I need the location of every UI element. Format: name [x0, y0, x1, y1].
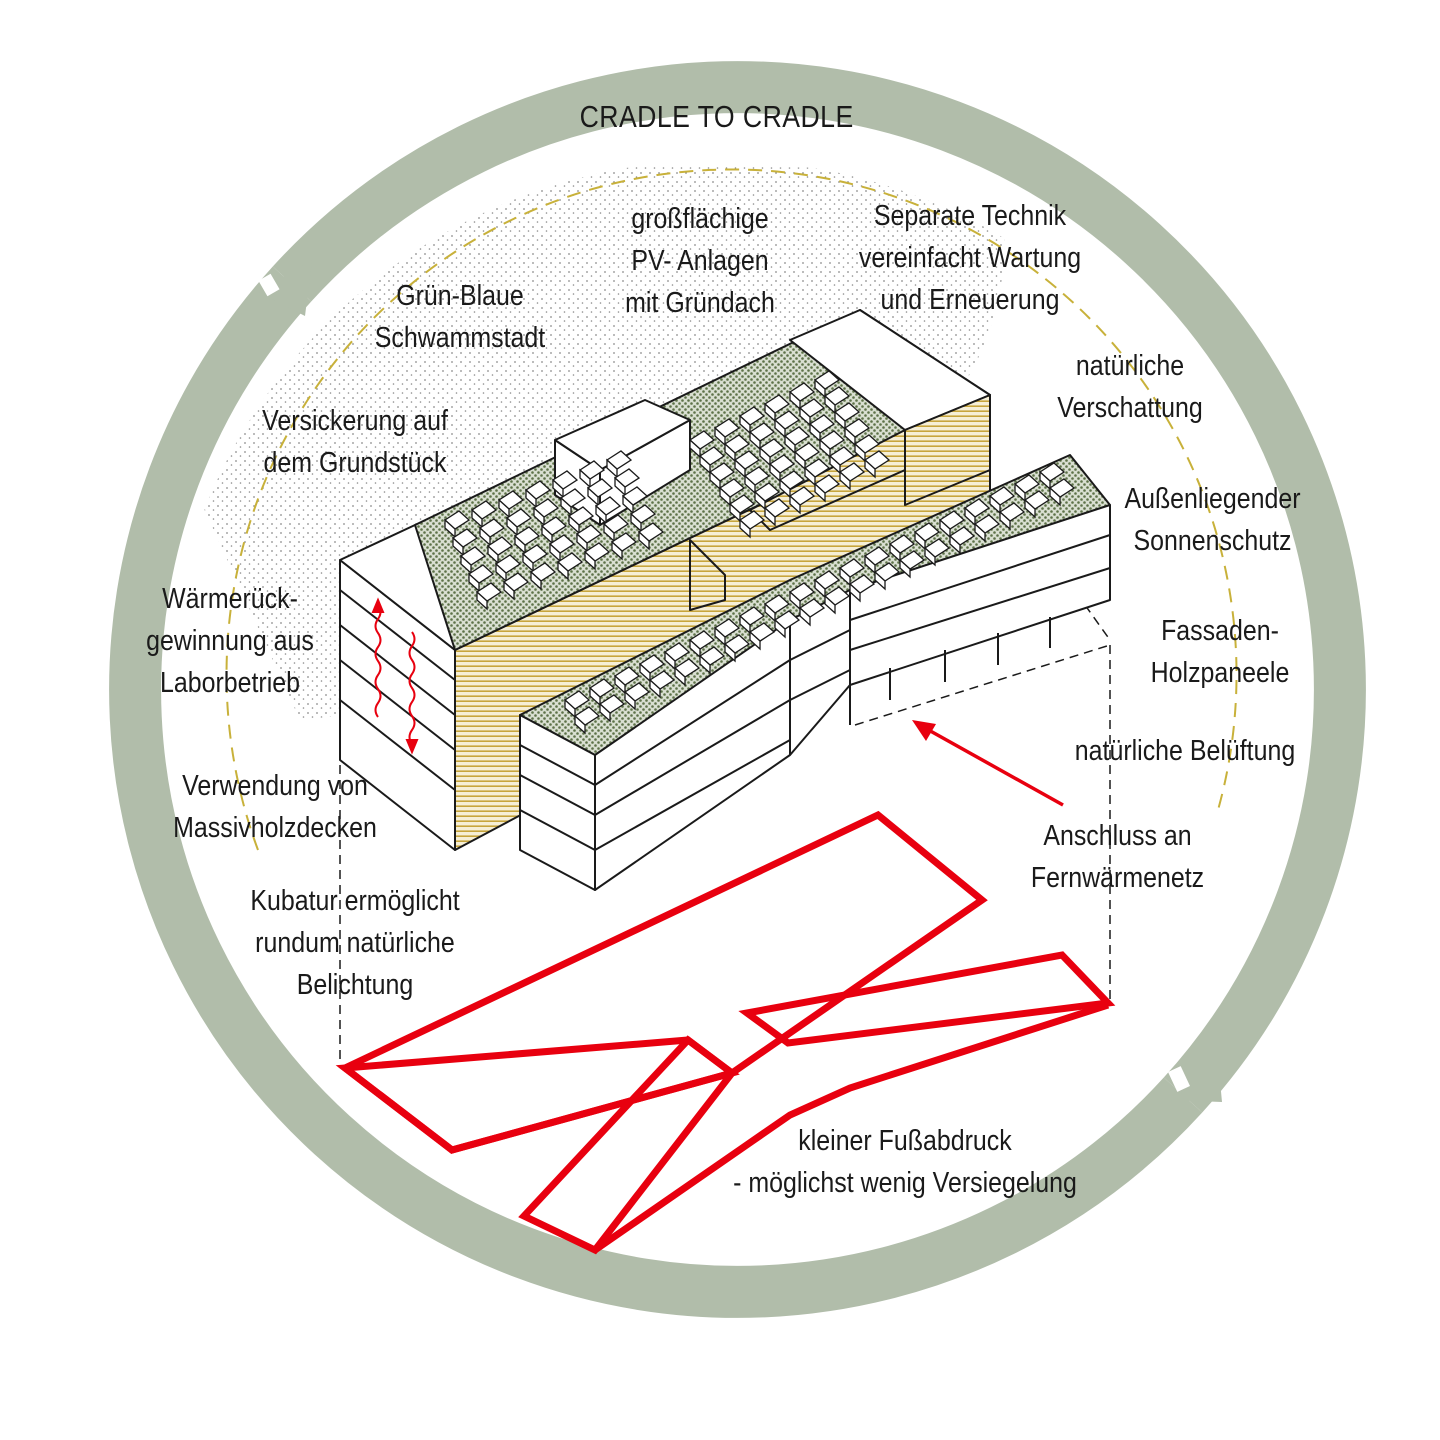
pv-panel-side: [774, 618, 786, 639]
pv-panel-side: [476, 590, 488, 611]
label-kubatur-line: Kubatur ermöglicht: [250, 885, 460, 917]
pv-panel-side: [599, 702, 611, 723]
footprint-outline: [335, 810, 1116, 1255]
pv-panel-side: [1049, 486, 1061, 507]
pv-panel-side: [864, 458, 876, 479]
label-schwammstadt-line: Schwammstadt: [374, 322, 546, 354]
pv-panel-side: [824, 594, 836, 615]
label-separate-technik: Separate Technik vereinfacht Wartung und E…: [854, 195, 1086, 321]
pv-panel-side: [849, 582, 861, 603]
pv-panel-side: [999, 510, 1011, 531]
label-sonnenschutz-line: Sonnenschutz: [1133, 525, 1292, 557]
label-kubatur-line: rundum natürliche: [255, 927, 455, 959]
pv-panel-side: [764, 506, 776, 527]
pv-panel-side: [557, 560, 569, 581]
label-separate-technik-line: vereinfacht Wartung: [858, 242, 1082, 274]
label-versickerung-line: Versickerung auf: [262, 405, 448, 437]
label-versickerung: Versickerung auf dem Grundstück: [248, 400, 463, 484]
pv-panels: [443, 370, 1076, 735]
pv-panel-side: [899, 558, 911, 579]
label-fassaden-holzpaneele-line: Fassaden-: [1161, 615, 1279, 647]
dashed-circle: [225, 168, 1238, 851]
label-fernwaermenetz: Anschluss an Fernwärmenetz: [1021, 815, 1215, 899]
pv-panel-side: [530, 570, 542, 591]
pv-panel-side: [814, 482, 826, 503]
label-waermerueckgewinnung-line: Laborbetrieb: [159, 667, 301, 699]
label-fussabdruck: kleiner Fußabdruck - möglichst wenig Vers…: [720, 1120, 1090, 1204]
label-massivholzdecken-line: Massivholzdecken: [173, 812, 377, 844]
label-fussabdruck-line: kleiner Fußabdruck: [798, 1125, 1012, 1157]
pv-panel-side: [749, 630, 761, 651]
label-fassaden-holzpaneele-line: Holzpaneele: [1150, 657, 1290, 689]
pv-panel-side: [584, 550, 596, 571]
label-separate-technik-line: und Erneuerung: [880, 284, 1060, 316]
label-fernwaermenetz-line: Fernwärmenetz: [1030, 862, 1205, 894]
footprint-lower-wing: [518, 1035, 737, 1255]
pv-panel-side: [739, 518, 751, 539]
pv-panel-side: [574, 714, 586, 735]
label-pv-anlagen-line: großflächige: [631, 203, 769, 235]
pv-panel-side: [874, 570, 886, 591]
pv-panel-side: [611, 540, 623, 561]
label-verschattung-line: natürliche: [1075, 350, 1185, 382]
label-sonnenschutz-line: Außenliegender: [1124, 483, 1301, 515]
district-heating-arrow: [912, 720, 1064, 807]
label-fussabdruck-line: - möglichst wenig Versiegelung: [733, 1167, 1077, 1199]
footprint-small-wing: [738, 951, 1116, 1047]
pv-panel-side: [638, 530, 650, 551]
gap-facade: [689, 539, 726, 611]
pv-panel-side: [624, 690, 636, 711]
label-waermerueckgewinnung-line: Wärmerück-: [162, 583, 298, 615]
label-fassaden-holzpaneele: Fassaden- Holzpaneele: [1134, 610, 1306, 694]
label-fernwaermenetz-line: Anschluss an: [1043, 820, 1192, 852]
pv-panel-side: [974, 522, 986, 543]
label-pv-anlagen-line: mit Gründach: [625, 287, 775, 319]
label-belueftung: natürliche Belüftung: [1065, 730, 1306, 772]
label-massivholzdecken-line: Verwendung von: [182, 770, 368, 802]
pv-panel-side: [503, 580, 515, 601]
label-waermerueckgewinnung-line: gewinnung aus: [146, 625, 314, 657]
pv-panel-side: [724, 642, 736, 663]
label-belueftung-line: natürliche Belüftung: [1074, 735, 1296, 767]
pv-panel-side: [674, 666, 686, 687]
pv-panel-side: [924, 546, 936, 567]
label-separate-technik-line: Separate Technik: [873, 200, 1067, 232]
label-verschattung-line: Verschattung: [1057, 392, 1203, 424]
label-versickerung-line: dem Grundstück: [263, 447, 447, 479]
cycle-arrowhead-right: [1168, 1060, 1222, 1102]
cycle-ring: [109, 61, 1366, 1318]
cycle-arrowhead-top: [258, 260, 312, 316]
heat-recovery-squiggles: [371, 597, 419, 755]
pv-panel-side: [699, 654, 711, 675]
label-schwammstadt-line: Grün-Blaue: [396, 280, 524, 312]
tech-box-top: [554, 399, 691, 471]
pv-panel-side: [1024, 498, 1036, 519]
label-pv-anlagen-line: PV- Anlagen: [631, 245, 769, 277]
pv-panel-side: [949, 534, 961, 555]
label-kubatur-line: Belichtung: [296, 969, 414, 1001]
pv-panel-side: [799, 606, 811, 627]
projection-lines: [339, 604, 1111, 1065]
footprint-lower-edge: [593, 1001, 1110, 1253]
pv-panel-side: [649, 678, 661, 699]
upper-right-facade: [904, 394, 991, 506]
cycle-title: CRADLE TO CRADLE: [579, 99, 854, 134]
pv-panel-side: [839, 470, 851, 491]
pv-panel-side: [789, 494, 801, 515]
